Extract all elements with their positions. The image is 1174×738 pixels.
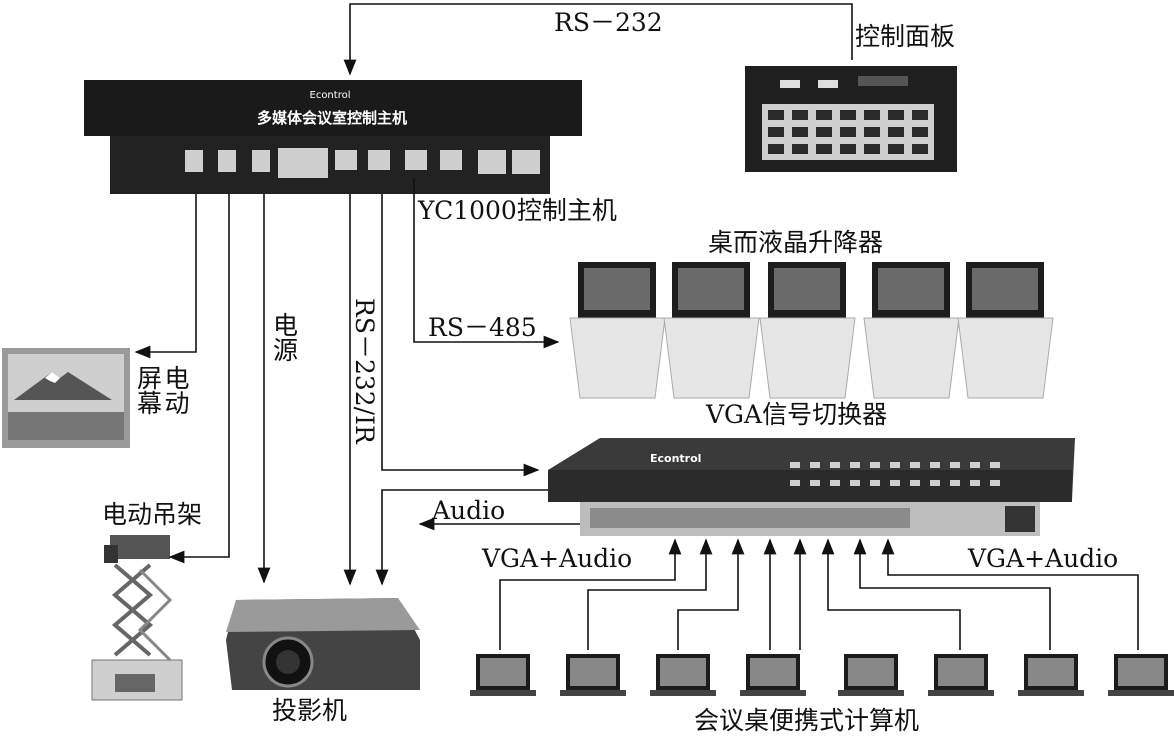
vga-switcher-device: Econtrol xyxy=(548,438,1075,536)
projector-device xyxy=(226,598,420,690)
controller-brand-text: Econtrol xyxy=(310,90,351,101)
projector-label: 投影机 xyxy=(272,698,347,723)
screen-label: 电动屏幕 xyxy=(134,365,189,435)
control-panel-device xyxy=(745,66,957,172)
rs232-top-label: RS－232 xyxy=(554,10,663,35)
rs485-label: RS－485 xyxy=(428,315,537,340)
laptops xyxy=(470,654,1174,696)
controller-host-device: Econtrol 多媒体会议室控制主机 xyxy=(84,80,582,194)
rs232-ir-label: RS－232/IR xyxy=(348,298,384,444)
lifter-label: 桌而液晶升降器 xyxy=(708,230,883,255)
power-label: 电源 xyxy=(270,312,298,372)
hanger-label: 电动吊架 xyxy=(102,502,202,527)
switcher-brand-text: Econtrol xyxy=(650,452,701,465)
lifter-monitors xyxy=(570,262,1053,398)
electric-hanger-device xyxy=(92,535,182,700)
electric-screen-device xyxy=(2,348,130,448)
vga-audio-right-label: VGA+Audio xyxy=(968,546,1118,571)
laptops-label: 会议桌便携式计算机 xyxy=(694,708,919,733)
controller-model-label: YC1000控制主机 xyxy=(418,198,617,223)
controller-title-text: 多媒体会议室控制主机 xyxy=(257,109,407,127)
vga-switcher-label: VGA信号切换器 xyxy=(706,402,887,427)
control-panel-label: 控制面板 xyxy=(855,24,955,49)
vga-audio-left-label: VGA+Audio xyxy=(482,546,632,571)
screen-line xyxy=(136,194,196,352)
audio-label: Audio xyxy=(432,498,505,523)
